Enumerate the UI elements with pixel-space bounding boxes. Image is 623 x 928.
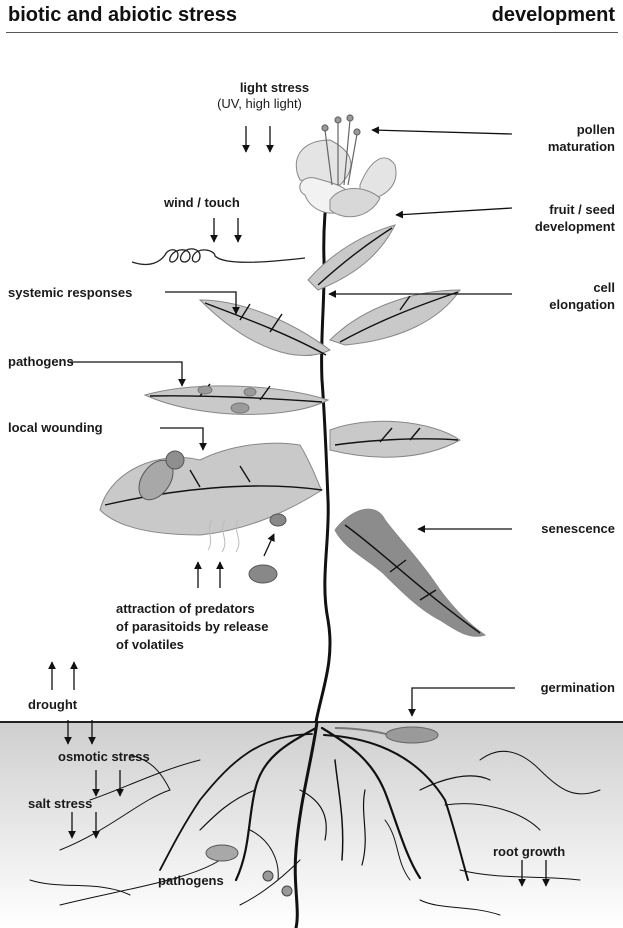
systemic-responses-label: systemic responses <box>8 285 132 301</box>
wind-touch-coil <box>132 249 305 265</box>
drought-label: drought <box>28 697 77 713</box>
root-pest <box>206 845 238 861</box>
pathogens-leaf-label: pathogens <box>8 354 74 370</box>
flower <box>296 140 396 217</box>
wind-touch-label: wind / touch <box>164 195 240 211</box>
pollen-label-line1: pollen <box>577 122 615 138</box>
pollen-label-line2: maturation <box>548 139 615 155</box>
local-wounding-label: local wounding <box>8 420 103 436</box>
osmotic-stress-label: osmotic stress <box>58 749 150 765</box>
senescent-leaf <box>335 509 485 636</box>
attraction-label-line3: of volatiles <box>116 637 184 653</box>
salt-stress-label: salt stress <box>28 796 92 812</box>
root-pathogen-spore <box>263 871 273 881</box>
cell-label-line2: elongation <box>549 297 615 313</box>
attraction-label-line1: attraction of predators <box>116 601 255 617</box>
light-stress-sub-label: (UV, high light) <box>202 96 317 112</box>
cell-label-line1: cell <box>593 280 615 296</box>
root-pathogen-spore <box>282 886 292 896</box>
root-growth-label: root growth <box>493 844 565 860</box>
fruit-label-line1: fruit / seed <box>549 202 615 218</box>
light-stress-label: light stress <box>232 80 317 96</box>
attraction-label-line2: of parasitoids by release <box>116 619 268 635</box>
leaves <box>100 225 485 636</box>
pathogens-root-label: pathogens <box>158 873 224 889</box>
germinating-seed <box>386 727 438 743</box>
germination-label: germination <box>541 680 615 696</box>
senescence-label: senescence <box>541 521 615 537</box>
fruit-label-line2: development <box>535 219 615 235</box>
